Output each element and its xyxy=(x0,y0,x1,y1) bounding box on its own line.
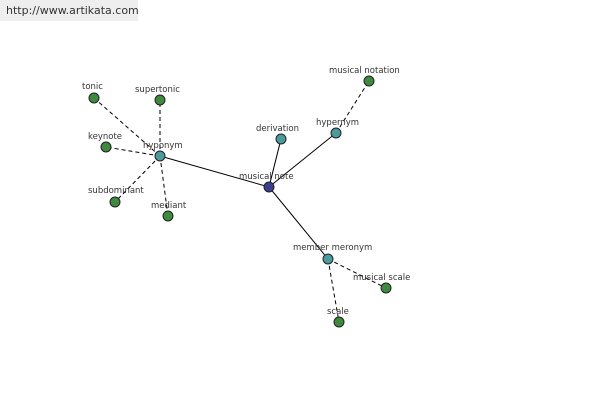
edge-hyponym-to-mediant xyxy=(159,155,169,217)
node-label-musical-scale: musical scale xyxy=(353,273,410,283)
edge-hypernym-to-musical-notation xyxy=(335,80,370,134)
node-member-meronym[interactable] xyxy=(322,253,334,265)
node-musical-scale[interactable] xyxy=(380,282,392,294)
edge-hyponym-to-keynote xyxy=(105,146,161,157)
edge-musical-note-to-hyponym xyxy=(159,155,270,188)
node-label-musical-notation: musical notation xyxy=(329,66,400,76)
node-mediant[interactable] xyxy=(162,210,174,222)
node-tonic[interactable] xyxy=(88,92,100,104)
edge-hyponym-to-tonic xyxy=(93,97,161,157)
node-hyponym[interactable] xyxy=(154,150,166,162)
node-label-tonic: tonic xyxy=(82,82,103,92)
edge-hyponym-to-subdominant xyxy=(114,155,161,203)
node-scale[interactable] xyxy=(333,316,345,328)
node-label-supertonic: supertonic xyxy=(135,85,180,95)
node-label-mediant: mediant xyxy=(151,201,187,211)
node-subdominant[interactable] xyxy=(109,196,121,208)
node-label-hyponym: hyponym xyxy=(143,141,183,151)
edge-musical-note-to-hypernym xyxy=(268,132,337,188)
edge-musical-note-to-derivation xyxy=(268,138,282,188)
node-hypernym[interactable] xyxy=(330,127,342,139)
node-derivation[interactable] xyxy=(275,133,287,145)
node-label-member-meronym: member meronym xyxy=(293,243,372,253)
edge-member-meronym-to-musical-scale xyxy=(327,258,387,289)
edges-layer xyxy=(93,80,387,323)
node-keynote[interactable] xyxy=(100,141,112,153)
edge-member-meronym-to-scale xyxy=(327,258,340,323)
edge-musical-note-to-member-meronym xyxy=(268,186,329,260)
node-label-subdominant: subdominant xyxy=(88,186,144,196)
node-label-derivation: derivation xyxy=(256,124,299,134)
node-supertonic[interactable] xyxy=(154,94,166,106)
node-label-hypernym: hypernym xyxy=(316,118,359,128)
node-label-keynote: keynote xyxy=(88,132,122,142)
node-label-musical-note: musical note xyxy=(239,172,294,182)
labels-layer: musical note hyponym derivation hypernym mem… xyxy=(82,66,410,317)
watermark-box: http://www.artikata.com xyxy=(0,0,139,21)
node-musical-notation[interactable] xyxy=(363,75,375,87)
watermark-url: http://www.artikata.com xyxy=(6,4,139,17)
node-musical-note[interactable] xyxy=(263,181,275,193)
nodes-layer xyxy=(88,75,392,328)
node-label-scale: scale xyxy=(327,307,349,317)
